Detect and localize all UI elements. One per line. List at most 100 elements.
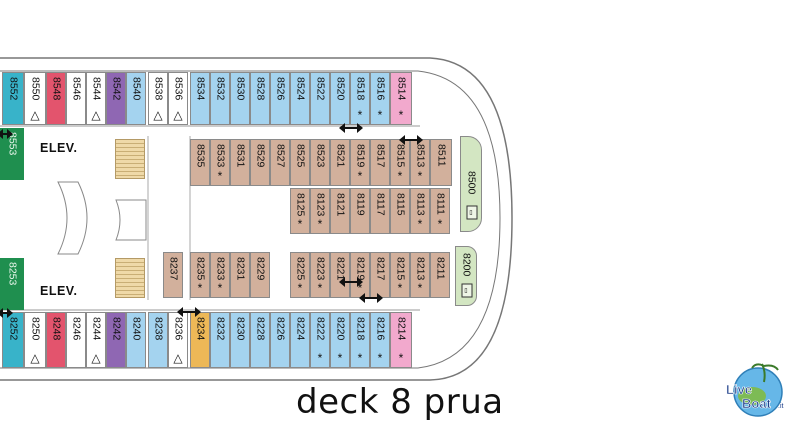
cabin-8234[interactable]: 8234 xyxy=(190,312,210,368)
cabin-8538[interactable]: 8538△ xyxy=(148,72,168,125)
cabin-8540[interactable]: 8540 xyxy=(126,72,146,125)
cabin-8534[interactable]: 8534 xyxy=(190,72,210,125)
cabin-8211[interactable]: 8211 xyxy=(430,252,450,298)
cabin-8221[interactable]: 8221 xyxy=(330,252,350,298)
cabin-8119[interactable]: 8119 xyxy=(350,188,370,234)
cabin-8113[interactable]: 8113* xyxy=(410,188,430,234)
cabin-8240[interactable]: 8240 xyxy=(126,312,146,368)
cabin-8533[interactable]: 8533* xyxy=(210,139,230,186)
cabin-8552[interactable]: 8552 xyxy=(2,72,24,125)
cabin-8536[interactable]: 8536△ xyxy=(168,72,188,125)
cabin-8217[interactable]: 8217 xyxy=(370,252,390,298)
asterisk-marker: * xyxy=(297,281,303,295)
cabin-8216[interactable]: 8216* xyxy=(370,312,390,368)
cabin-number: 8544 xyxy=(90,77,103,101)
cabin-8529[interactable]: 8529 xyxy=(250,139,270,186)
cabin-8511[interactable]: 8511 xyxy=(430,139,452,186)
cabin-8544[interactable]: 8544△ xyxy=(86,72,106,125)
cabin-number: 8236 xyxy=(172,317,185,341)
cabin-8229[interactable]: 8229 xyxy=(250,252,270,298)
cabin-8236[interactable]: 8236 △ xyxy=(168,312,188,368)
suite-8200[interactable]: 8200▭ xyxy=(455,246,477,306)
cabin-8218[interactable]: 8218* xyxy=(350,312,370,368)
cabin-8111[interactable]: 8111* xyxy=(430,188,450,234)
cabin-8224[interactable]: 8224 xyxy=(290,312,310,368)
cabin-8225[interactable]: 8225* xyxy=(290,252,310,298)
cabin-8523[interactable]: 8523 xyxy=(310,139,330,186)
connecting-arrow xyxy=(177,307,201,317)
hull-outline xyxy=(0,57,513,381)
cabin-8548[interactable]: 8548 xyxy=(46,72,66,125)
cabin-8223[interactable]: 8223* xyxy=(310,252,330,298)
cabin-8233[interactable]: 8233* xyxy=(210,252,230,298)
cabin-8242[interactable]: 8242 xyxy=(106,312,126,368)
cabin-8522[interactable]: 8522 xyxy=(310,72,330,125)
cabin-8550[interactable]: 8550△ xyxy=(24,72,46,125)
cabin-8238[interactable]: 8238 xyxy=(148,312,168,368)
cabin-number: 8518 xyxy=(354,77,367,101)
cabin-8519[interactable]: 8519* xyxy=(350,139,370,186)
cabin-8115[interactable]: 8115 xyxy=(390,188,410,234)
cabin-number: 8511 xyxy=(435,144,448,167)
cabin-8253[interactable]: 8253 xyxy=(0,258,24,310)
cabin-8520[interactable]: 8520 xyxy=(330,72,350,125)
cabin-number: 8222 xyxy=(314,317,327,341)
suite-8500[interactable]: 8500▭ xyxy=(460,136,482,232)
cabin-number: 8216 xyxy=(374,317,387,341)
triangle-marker: △ xyxy=(173,351,183,365)
cabin-8248[interactable]: 8248 xyxy=(46,312,66,368)
cabin-number: 8238 xyxy=(152,317,165,341)
cabin-8222[interactable]: 8222* xyxy=(310,312,330,368)
cabin-8535[interactable]: 8535 xyxy=(190,139,210,186)
cabin-8117[interactable]: 8117 xyxy=(370,188,390,234)
asterisk-marker: * xyxy=(377,108,383,122)
cabin-8546[interactable]: 8546 xyxy=(66,72,86,125)
cabin-8226[interactable]: 8226 xyxy=(270,312,290,368)
cabin-8518[interactable]: 8518* xyxy=(350,72,370,125)
connecting-arrow xyxy=(359,293,383,303)
cabin-8123[interactable]: 8123* xyxy=(310,188,330,234)
cabin-8213[interactable]: 8213* xyxy=(410,252,430,298)
cabin-8250[interactable]: 8250△ xyxy=(24,312,46,368)
cabin-8527[interactable]: 8527 xyxy=(270,139,290,186)
cabin-8219[interactable]: 8219* xyxy=(350,252,370,298)
cabin-8515[interactable]: 8515* xyxy=(390,139,410,186)
cabin-number: 8125 xyxy=(294,193,307,217)
asterisk-marker: * xyxy=(317,217,323,231)
cabin-8528[interactable]: 8528 xyxy=(250,72,270,125)
cabin-8214[interactable]: 8214* xyxy=(390,312,412,368)
cabin-8220[interactable]: 8220* xyxy=(330,312,350,368)
cabin-8228[interactable]: 8228 xyxy=(250,312,270,368)
cabin-8516[interactable]: 8516* xyxy=(370,72,390,125)
cabin-8514[interactable]: 8514* xyxy=(390,72,412,125)
cabin-8521[interactable]: 8521 xyxy=(330,139,350,186)
asterisk-marker: * xyxy=(357,351,363,365)
cabin-8231[interactable]: 8231 xyxy=(230,252,250,298)
cabin-8531[interactable]: 8531 xyxy=(230,139,250,186)
cabin-8532[interactable]: 8532 xyxy=(210,72,230,125)
connecting-arrow xyxy=(0,308,13,318)
cabin-8526[interactable]: 8526 xyxy=(270,72,290,125)
cabin-8235[interactable]: 8235* xyxy=(190,252,210,298)
cabin-8525[interactable]: 8525 xyxy=(290,139,310,186)
cabin-8121[interactable]: 8121 xyxy=(330,188,350,234)
cabin-8517[interactable]: 8517 xyxy=(370,139,390,186)
cabin-8215[interactable]: 8215* xyxy=(390,252,410,298)
cabin-8237[interactable]: 8237 xyxy=(163,252,183,298)
cabin-number: 8529 xyxy=(254,144,267,168)
cabin-8246[interactable]: 8246 xyxy=(66,312,86,368)
cabin-number: 8527 xyxy=(274,144,287,168)
cabin-8513[interactable]: 8513* xyxy=(410,139,430,186)
cabin-number: 8525 xyxy=(294,144,307,168)
cabin-8524[interactable]: 8524 xyxy=(290,72,310,125)
cabin-8230[interactable]: 8230 xyxy=(230,312,250,368)
cabin-8232[interactable]: 8232 xyxy=(210,312,230,368)
cabin-8252[interactable]: 8252 xyxy=(2,312,24,368)
cabin-8530[interactable]: 8530 xyxy=(230,72,250,125)
asterisk-marker: * xyxy=(398,351,404,365)
cabin-8125[interactable]: 8125* xyxy=(290,188,310,234)
cabin-8244[interactable]: 8244△ xyxy=(86,312,106,368)
asterisk-marker: * xyxy=(297,217,303,231)
cabin-8542[interactable]: 8542 xyxy=(106,72,126,125)
connecting-arrow xyxy=(399,135,423,145)
